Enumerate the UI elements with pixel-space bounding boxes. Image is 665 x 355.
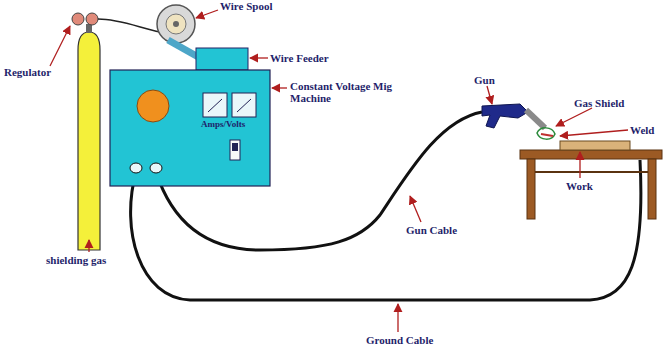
leader-arrow	[88, 240, 89, 252]
wire-spool-hub	[166, 14, 186, 34]
part-label: Wire Feeder	[270, 52, 329, 64]
weld-bead	[541, 134, 553, 136]
part-label: Gun Cable	[406, 224, 457, 236]
part-label: Wire Spool	[220, 0, 272, 12]
gas-hose	[98, 19, 160, 32]
regulator-gauge	[86, 13, 98, 25]
regulator-gauge	[72, 13, 84, 25]
mig-machine	[110, 70, 270, 186]
leader-arrow	[556, 108, 592, 126]
table-leg	[527, 159, 535, 219]
leader-arrow	[410, 196, 421, 222]
part-label: shielding gas	[46, 254, 106, 266]
terminal	[150, 163, 162, 173]
part-label: Gas Shield	[574, 97, 624, 109]
gun-nozzle	[526, 110, 545, 128]
leader-arrow	[560, 130, 628, 136]
part-label: Weld	[630, 124, 654, 136]
wire-feeder	[196, 48, 248, 70]
table-rail	[535, 171, 648, 173]
part-label: Constant Voltage Mig Machine	[290, 80, 410, 104]
gas-cylinder	[78, 32, 100, 250]
switch-lever	[232, 143, 238, 151]
leader-arrow	[50, 26, 70, 66]
part-label: Work	[566, 180, 593, 192]
table-leg	[648, 159, 656, 219]
terminal	[130, 163, 142, 173]
meter-label: Amps/Volts	[201, 120, 245, 130]
welding-gun	[482, 104, 528, 128]
control-knob	[137, 90, 169, 122]
table-top	[520, 150, 662, 159]
wire-spool	[157, 5, 195, 43]
leader-arrow	[272, 87, 287, 88]
meter-needle	[208, 99, 251, 112]
leader-arrow	[579, 152, 580, 178]
part-label: Regulator	[4, 66, 51, 78]
leader-arrow	[397, 304, 398, 332]
power-switch	[230, 140, 240, 160]
part-label: Ground Cable	[366, 334, 433, 346]
gas-shield	[537, 128, 555, 139]
wire-guide	[168, 40, 200, 58]
wire-spool-axle	[173, 21, 179, 27]
work-piece	[560, 141, 630, 150]
leader-arrow	[250, 57, 268, 58]
part-label: Gun	[474, 74, 495, 86]
leader-arrow	[196, 10, 218, 18]
leader-arrow	[487, 86, 492, 104]
